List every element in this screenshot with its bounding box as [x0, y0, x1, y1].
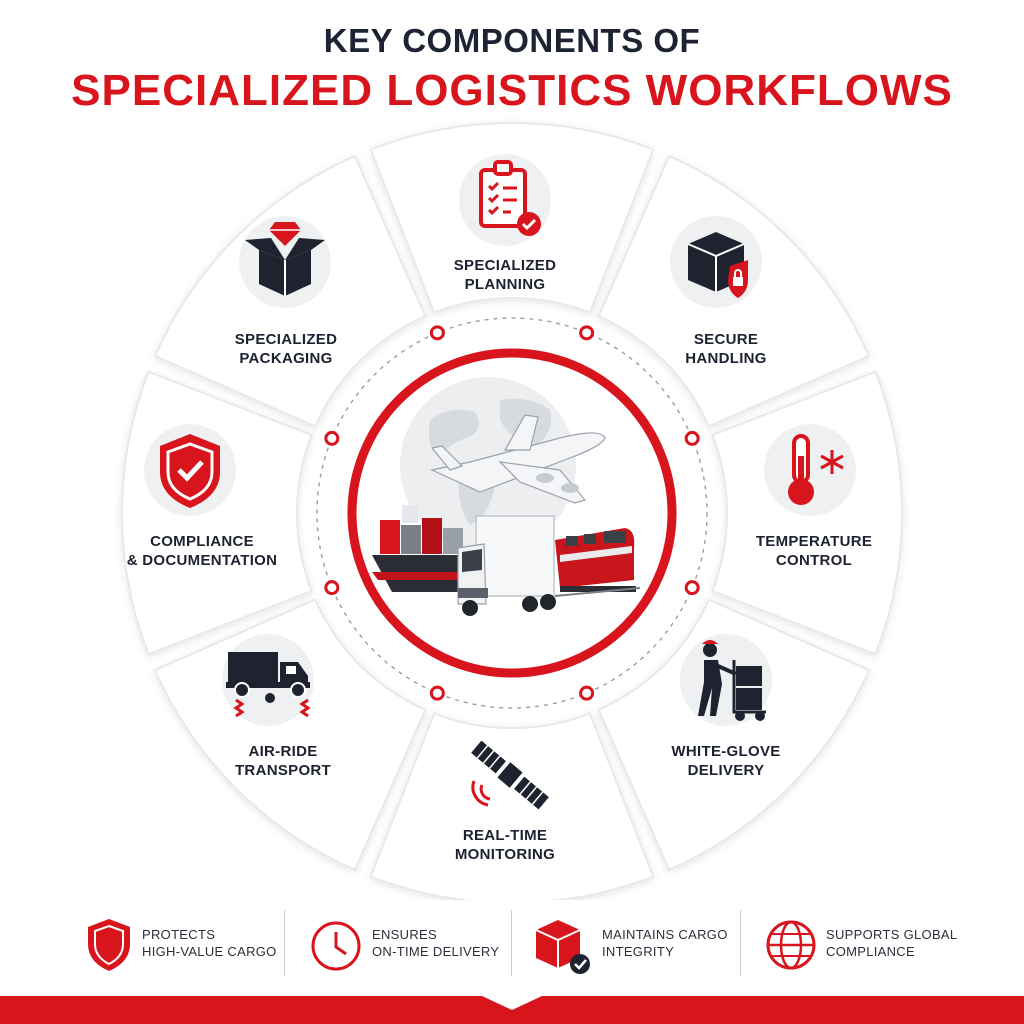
- thermometer-snowflake-icon: [764, 424, 856, 516]
- air-ride-truck-icon: [222, 634, 314, 726]
- orbit-dot: [579, 685, 595, 701]
- transport-modes-globe-icon: [372, 377, 641, 616]
- orbit-dot: [324, 580, 340, 596]
- worker-handtruck-icon: [680, 634, 772, 726]
- ring-segment: [153, 598, 427, 872]
- component-label-compliance-documentation: COMPLIANCE& DOCUMENTATION: [126, 533, 278, 569]
- ring-segment: [121, 370, 313, 656]
- box-diamond-icon: [239, 216, 331, 308]
- clock-icon: [311, 921, 361, 971]
- orbit-dot: [429, 325, 445, 341]
- box-lock-icon: [670, 216, 762, 308]
- benefit-divider: [511, 910, 512, 976]
- title-line-2: SPECIALIZED LOGISTICS WORKFLOWS: [71, 66, 953, 115]
- clipboard-check-icon: [459, 154, 551, 246]
- components-wheel: [121, 122, 903, 900]
- orbit-dashed-ring: [316, 317, 708, 709]
- ring-segment: [597, 598, 871, 872]
- orbit-dot: [429, 685, 445, 701]
- shield-icon: [88, 919, 130, 971]
- orbit-dot: [579, 325, 595, 341]
- footer-band: [0, 996, 1024, 1024]
- benefit-divider: [284, 910, 285, 976]
- orbit-dot: [324, 430, 340, 446]
- shield-check-icon: [144, 424, 236, 516]
- benefit-divider: [740, 910, 741, 976]
- ring-segment: [369, 712, 655, 900]
- globe-icon: [766, 920, 816, 970]
- title-line-1: KEY COMPONENTS OF: [323, 22, 701, 59]
- orbit-dots: [324, 325, 700, 701]
- satellite-icon: [471, 740, 549, 810]
- orbit-dot: [684, 580, 700, 596]
- orbit-dot: [684, 430, 700, 446]
- box-check-icon: [535, 920, 590, 974]
